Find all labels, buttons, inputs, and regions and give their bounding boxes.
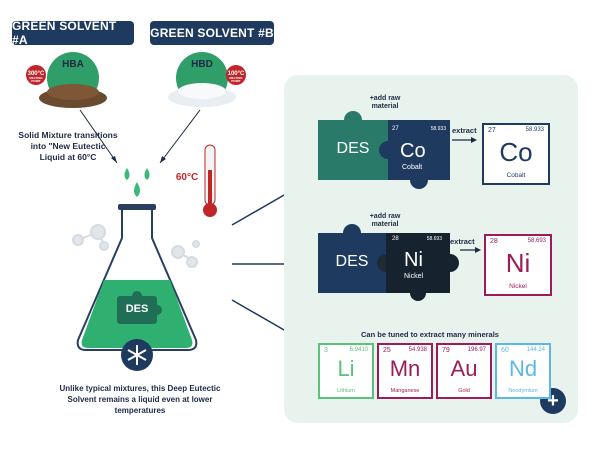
mineral-number: 79 [442, 347, 450, 354]
mineral-mass: 144.24 [526, 347, 545, 353]
hba-label: HBA [62, 59, 84, 70]
hbd-temp-note: MELTING POINT [229, 76, 243, 83]
row2-element-card: 28 58.693 Ni Nickel [386, 233, 450, 293]
row2-des-label: DES [335, 253, 369, 270]
row1-element-name: Cobalt [402, 164, 423, 171]
mixture-text: Solid Mixture transitions into "New Eute… [18, 130, 118, 162]
panel-graphics [318, 111, 566, 414]
nickel-result-card: 28 58.693 Ni Nickel [484, 234, 552, 296]
des-puzzle-icon [117, 296, 157, 324]
cobalt-number: 27 [488, 127, 496, 134]
row1-element-mass: 58.933 [430, 126, 446, 132]
row2-element-symbol: Ni [404, 249, 423, 271]
cobalt-result-card: 27 58.933 Co Cobalt [482, 123, 550, 185]
row2-element-mass: 58.693 [426, 236, 442, 242]
mineral-symbol: Li [337, 356, 355, 381]
nickel-mass: 58.693 [527, 238, 546, 244]
nickel-name: Nickel [509, 283, 527, 290]
row1-element-symbol: Co [400, 140, 426, 162]
mineral-name: Gold [458, 388, 470, 394]
hbd-temp: 100°C [227, 71, 245, 77]
hbd-temp-badge [226, 65, 246, 85]
hba-temp-badge [26, 65, 46, 85]
mineral-number: 60 [501, 347, 509, 354]
mineral-name: Lithium [337, 388, 355, 394]
mineral-mass: 196.97 [467, 347, 486, 353]
plus-button[interactable]: + [547, 390, 559, 412]
badge-green-solvent-a: GREEN SOLVENT #A [12, 19, 134, 47]
cobalt-name: Cobalt [506, 172, 526, 179]
row2-element-number: 28 [392, 236, 399, 242]
row1-element-number: 27 [392, 126, 399, 132]
cobalt-symbol: Co [499, 137, 533, 167]
des-puzzle-row1 [318, 120, 388, 180]
hbd-label: HBD [191, 59, 213, 70]
nickel-number: 28 [490, 238, 498, 245]
tuned-text: Can be tuned to extract many minerals [361, 330, 499, 339]
mineral-symbol: Nd [508, 356, 538, 381]
hba-temp: 300°C [27, 71, 45, 77]
droplet-icon [144, 168, 150, 180]
mineral-mass: 6.9410 [349, 347, 368, 353]
thermometer-label: 60°C [175, 172, 199, 183]
mineral-name: Neodymium [508, 388, 538, 394]
row2-extract-label: extract [450, 237, 475, 246]
row2-element-name: Nickel [404, 273, 424, 280]
row1-extract-label: extract [452, 126, 477, 135]
mineral-name: Manganese [390, 388, 420, 394]
snowflake-icon [127, 345, 147, 365]
mineral-number: 3 [324, 347, 328, 354]
hba-temp-note: MELTING POINT [29, 76, 43, 83]
droplet-icon [134, 182, 140, 197]
row1-element-card: 27 58.933 Co Cobalt [388, 120, 450, 180]
badge-green-solvent-b: GREEN SOLVENT #B [150, 21, 274, 45]
cobalt-mass: 58.933 [525, 127, 544, 133]
droplet-icon [124, 168, 130, 180]
flask-des-label: DES [125, 303, 149, 315]
mineral-number: 25 [383, 347, 391, 354]
des-puzzle-row2 [318, 233, 386, 293]
row1-des-label: DES [336, 140, 370, 157]
molecule-icon [72, 224, 200, 268]
nickel-symbol: Ni [505, 248, 531, 278]
bottom-description: Unlike typical mixtures, this Deep Eutec… [59, 384, 221, 415]
mineral-symbol: Au [450, 356, 478, 381]
row1-add-raw: +add raw material [369, 95, 401, 110]
ni-puzzle [386, 233, 450, 293]
mineral-symbol: Mn [389, 356, 421, 381]
row2-add-raw: +add raw material [369, 213, 401, 228]
co-puzzle [388, 120, 450, 180]
mineral-mass: 54.938 [408, 347, 427, 353]
